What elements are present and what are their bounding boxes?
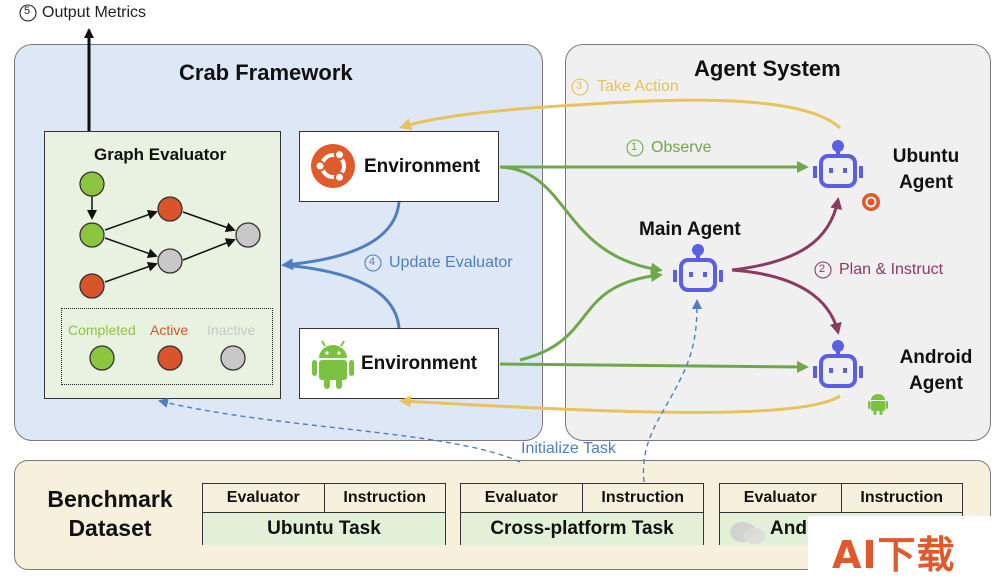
task-name: Ubuntu Task bbox=[203, 513, 445, 545]
take-action-arrow bbox=[399, 98, 842, 130]
plan-instruct-ubuntu-arrow bbox=[731, 197, 843, 272]
graph-node-inactive bbox=[235, 222, 261, 248]
task-evaluator-cell: Evaluator bbox=[203, 484, 325, 512]
legend-completed-dot bbox=[89, 345, 115, 371]
update-evaluator-arrow-top bbox=[281, 201, 401, 271]
android-logo-icon bbox=[312, 340, 354, 389]
environment-ubuntu-label: Environment bbox=[364, 156, 481, 177]
task-ubuntu: Evaluator Instruction Ubuntu Task bbox=[202, 483, 446, 545]
ubuntu-agent-label: Ubuntu Agent bbox=[880, 144, 972, 196]
agent-system-panel bbox=[565, 44, 991, 441]
android-agent-label-line2: Agent bbox=[909, 373, 963, 394]
task-evaluator-cell: Evaluator bbox=[720, 484, 842, 512]
benchmark-title-line2: Dataset bbox=[68, 515, 152, 541]
task-instruction-cell: Instruction bbox=[601, 489, 685, 506]
main-agent-label: Main Agent bbox=[639, 219, 741, 240]
legend-box bbox=[61, 308, 273, 385]
android-agent-label-line1: Android bbox=[899, 347, 973, 368]
benchmark-title-line1: Benchmark bbox=[47, 486, 173, 512]
android-agent-robot-icon bbox=[813, 340, 863, 388]
observe-android-arrow bbox=[499, 360, 809, 373]
graph-evaluator-title: Graph Evaluator bbox=[94, 145, 227, 164]
graph-node-completed bbox=[79, 222, 105, 248]
step-2-number: 2 bbox=[819, 263, 826, 275]
task-instruction-cell: Instruction bbox=[343, 489, 427, 506]
graph-node-inactive bbox=[157, 248, 183, 274]
plan-instruct-label: Plan & Instruct bbox=[839, 261, 944, 278]
initialize-task-arrow-left bbox=[158, 398, 521, 463]
observe-android-main-arrow bbox=[519, 270, 663, 362]
step-3-marker bbox=[571, 78, 589, 96]
task-evaluator-cell: Evaluator bbox=[461, 484, 583, 512]
legend-active-dot bbox=[157, 345, 183, 371]
output-metrics-label: Output Metrics bbox=[42, 4, 147, 21]
environment-android-label: Environment bbox=[361, 353, 478, 374]
legend-inactive-dot bbox=[220, 345, 246, 371]
ubuntu-agent-robot-icon bbox=[813, 140, 863, 188]
graph-edges bbox=[87, 196, 236, 283]
legend-inactive-label: Inactive bbox=[207, 322, 256, 338]
benchmark-dataset-title: Benchmark Dataset bbox=[40, 485, 180, 543]
watermark-panel bbox=[808, 516, 1003, 577]
ubuntu-agent-label-line2: Agent bbox=[899, 172, 953, 193]
graph-node-completed bbox=[79, 171, 105, 197]
step-4-number: 4 bbox=[369, 256, 376, 268]
ubuntu-logo-icon bbox=[311, 144, 355, 188]
watermark-chat-icon bbox=[728, 520, 768, 546]
task-instruction-cell: Instruction bbox=[860, 489, 944, 506]
legend-completed-label: Completed bbox=[68, 322, 136, 338]
step-1-marker bbox=[626, 139, 644, 157]
update-evaluator-arrow-bottom bbox=[283, 263, 401, 329]
android-badge-icon bbox=[868, 394, 888, 415]
step-4-marker bbox=[364, 254, 382, 272]
observe-main-arrow bbox=[499, 165, 663, 275]
step-2-marker bbox=[814, 261, 832, 279]
graph-node-active bbox=[79, 273, 105, 299]
legend-active-label: Active bbox=[150, 322, 189, 338]
android-agent-label: Android Agent bbox=[888, 345, 984, 397]
step-3-number: 3 bbox=[576, 80, 583, 92]
main-agent-robot-icon bbox=[673, 244, 723, 292]
take-action-label: Take Action bbox=[597, 78, 679, 95]
task-cross-platform: Evaluator Instruction Cross-platform Tas… bbox=[460, 483, 704, 545]
observe-label: Observe bbox=[651, 139, 712, 156]
chat-bubble-icon bbox=[730, 522, 766, 544]
take-action-android-arrow bbox=[399, 394, 841, 414]
update-evaluator-label: Update Evaluator bbox=[389, 254, 513, 271]
step-1-number: 1 bbox=[631, 141, 638, 153]
agent-system-title: Agent System bbox=[694, 56, 841, 81]
initialize-task-label: Initialize Task bbox=[521, 440, 616, 457]
ubuntu-badge-icon bbox=[862, 193, 880, 211]
environment-ubuntu-box bbox=[299, 131, 499, 202]
watermark-text: AI下载 bbox=[832, 533, 956, 577]
step-5-marker bbox=[19, 4, 37, 22]
task-name: Cross-platform Task bbox=[461, 513, 703, 545]
ubuntu-agent-label-line1: Ubuntu bbox=[892, 146, 960, 167]
plan-instruct-android-arrow bbox=[731, 268, 842, 335]
crab-framework-title: Crab Framework bbox=[179, 60, 353, 85]
initialize-task-arrow-main bbox=[642, 299, 702, 483]
step-5-number: 5 bbox=[24, 5, 31, 17]
graph-node-active bbox=[157, 196, 183, 222]
